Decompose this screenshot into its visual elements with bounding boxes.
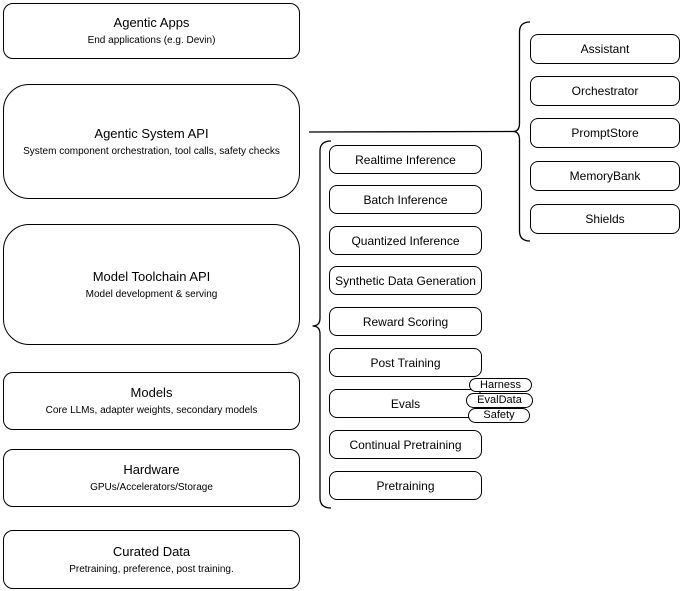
node-reward-scoring: Reward Scoring — [329, 307, 482, 336]
node-label: Continual Pretraining — [349, 437, 462, 452]
node-label: Reward Scoring — [362, 314, 449, 329]
badge-label: Harness — [480, 378, 521, 391]
connector-line — [308, 130, 514, 133]
node-memorybank: MemoryBank — [530, 161, 680, 191]
node-evals: Evals — [329, 389, 482, 418]
node-label: PromptStore — [571, 126, 639, 140]
node-label: Assistant — [580, 42, 630, 56]
node-label: Synthetic Data Generation — [335, 273, 476, 288]
node-promptstore: PromptStore — [530, 118, 680, 148]
curly-brace-system — [512, 21, 531, 242]
node-title: Model Toolchain API — [92, 268, 211, 284]
node-subtitle: System component orchestration, tool cal… — [23, 145, 280, 157]
node-pretraining: Pretraining — [329, 471, 482, 500]
node-realtime-inference: Realtime Inference — [329, 145, 482, 174]
node-title: Agentic Apps — [113, 15, 190, 30]
node-label: MemoryBank — [569, 169, 641, 183]
node-synthetic-data-generation: Synthetic Data Generation — [329, 266, 482, 295]
node-label: Post Training — [370, 355, 441, 370]
node-title: Hardware — [123, 462, 180, 477]
node-label: Quantized Inference — [351, 233, 460, 248]
node-agentic-system-api: Agentic System API System component orch… — [3, 84, 300, 199]
node-subtitle: GPUs/Accelerators/Storage — [90, 482, 213, 493]
node-model-toolchain-api: Model Toolchain API Model development & … — [3, 224, 300, 345]
node-label: Realtime Inference — [355, 152, 456, 167]
badge-harness: Harness — [469, 378, 532, 392]
node-assistant: Assistant — [530, 34, 680, 64]
node-hardware: Hardware GPUs/Accelerators/Storage — [3, 449, 300, 507]
node-batch-inference: Batch Inference — [329, 185, 482, 214]
badge-evaldata: EvalData — [466, 393, 533, 408]
node-models: Models Core LLMs, adapter weights, secon… — [3, 372, 300, 430]
node-subtitle: Pretraining, preference, post training. — [69, 563, 234, 575]
node-label: Shields — [585, 212, 625, 226]
node-curated-data: Curated Data Pretraining, preference, po… — [3, 530, 300, 589]
node-orchestrator: Orchestrator — [530, 76, 680, 106]
badge-label: EvalData — [477, 394, 522, 406]
badge-safety: Safety — [468, 408, 530, 423]
node-post-training: Post Training — [329, 348, 482, 377]
node-label: Orchestrator — [571, 84, 639, 98]
node-subtitle: Core LLMs, adapter weights, secondary mo… — [45, 405, 258, 416]
node-label: Batch Inference — [363, 192, 448, 207]
node-agentic-apps: Agentic Apps End applications (e.g. Devi… — [3, 3, 300, 59]
node-quantized-inference: Quantized Inference — [329, 226, 482, 255]
node-subtitle: Model development & serving — [85, 288, 218, 300]
node-continual-pretraining: Continual Pretraining — [329, 430, 482, 459]
node-shields: Shields — [530, 204, 680, 234]
node-title: Models — [130, 385, 173, 400]
curly-brace-toolchain — [312, 140, 332, 509]
node-subtitle: End applications (e.g. Devin) — [87, 35, 216, 46]
node-label: Evals — [390, 396, 421, 411]
node-label: Pretraining — [376, 478, 435, 493]
node-title: Agentic System API — [94, 125, 209, 141]
badge-label: Safety — [483, 409, 515, 421]
node-title: Curated Data — [112, 543, 191, 559]
